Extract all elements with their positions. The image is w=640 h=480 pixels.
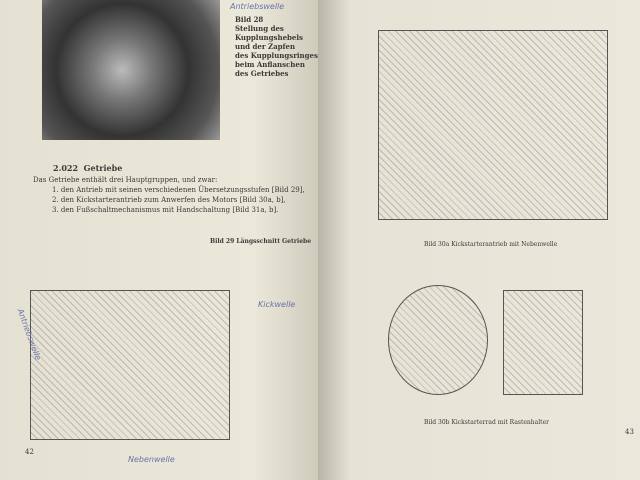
intro-text: Das Getriebe enthält drei Hauptgruppen, …: [33, 176, 218, 184]
page-number: 43: [625, 428, 634, 436]
figure-29-drawing: [30, 290, 230, 440]
fig30b-caption: Bild 30b Kickstarterrad mit Rastenhalter: [424, 419, 549, 426]
figure-28-photo: [42, 0, 220, 140]
section-heading: 2.022 Getriebe: [53, 163, 123, 173]
figure-30b-wheel: [388, 285, 488, 395]
figure-30b-holder: [503, 290, 583, 395]
list-item: 1. den Antrieb mit seinen verschiedenen …: [52, 186, 305, 194]
page-number: 42: [25, 448, 34, 456]
handwritten-note: Nebenwelle: [128, 455, 175, 464]
fig29-caption: Bild 29 Längsschnitt Getriebe: [210, 238, 312, 245]
list-item: 3. den Fußschaltmechanismus mit Handscha…: [52, 206, 279, 214]
fig30a-caption: Bild 30a Kickstarterantrieb mit Nebenwel…: [424, 241, 558, 248]
list-item: 2. den Kickstarterantrieb zum Anwerfen d…: [52, 196, 286, 204]
handwritten-note: Antriebswelle: [230, 2, 285, 11]
handwritten-note: Kickwelle: [258, 300, 296, 309]
right-page: Bild 30a Kickstarterantrieb mit Nebenwel…: [318, 0, 640, 480]
figure-30a-drawing: [378, 30, 608, 220]
